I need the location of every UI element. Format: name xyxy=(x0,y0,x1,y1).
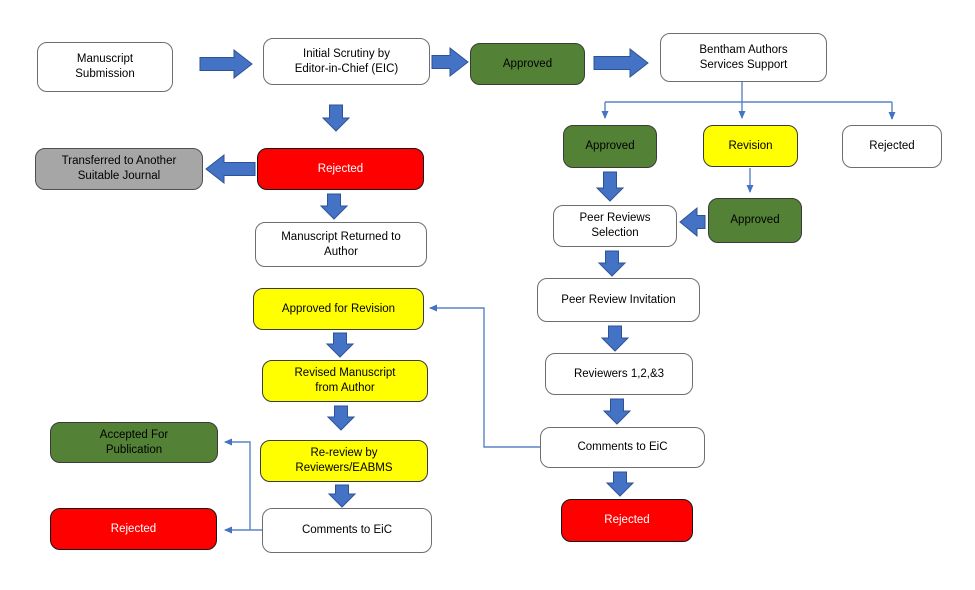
block-arrow-comments-to-rejected-right xyxy=(605,471,635,497)
node-initial-scrutiny: Initial Scrutiny by Editor-in-Chief (EIC… xyxy=(263,38,430,85)
node-re-review: Re-review by Reviewers/EABMS xyxy=(260,440,428,482)
node-revision-branch: Revision xyxy=(703,125,798,167)
node-peer-reviews-selection: Peer Reviews Selection xyxy=(553,205,677,247)
block-arrow-selection-to-invitation xyxy=(597,250,627,277)
block-arrow-reviewers-to-comments xyxy=(602,398,632,425)
node-approved-after-revision: Approved xyxy=(708,198,802,243)
block-arrow-invitation-to-reviewers xyxy=(600,325,630,352)
node-rejected-final-right: Rejected xyxy=(561,499,693,542)
connector-comments-to-approved-for-revision xyxy=(429,304,540,448)
node-peer-review-invitation: Peer Review Invitation xyxy=(537,278,700,322)
block-arrow-approved2-to-selection xyxy=(679,206,706,238)
block-arrow-scrutiny-to-approved xyxy=(431,46,469,78)
block-arrow-approved-to-bentham xyxy=(593,47,649,79)
block-arrow-rejected-to-returned xyxy=(319,193,349,220)
block-arrow-revised-to-rereview xyxy=(326,405,356,431)
node-approved-branch: Approved xyxy=(563,125,657,168)
node-comments-to-eic-right: Comments to EiC xyxy=(540,427,705,468)
node-reviewers-123: Reviewers 1,2,&3 xyxy=(545,353,693,395)
block-arrow-rejected-to-transferred xyxy=(205,153,256,185)
block-arrow-rereview-to-comments-left xyxy=(327,484,357,508)
node-approved-for-revision: Approved for Revision xyxy=(253,288,424,330)
node-rejected-eic: Rejected xyxy=(257,148,424,190)
block-arrow-approved-to-selection xyxy=(595,171,625,202)
node-transferred-journal: Transferred to Another Suitable Journal xyxy=(35,148,203,190)
block-arrow-scrutiny-to-rejected xyxy=(321,104,351,132)
block-arrow-afr-to-revised xyxy=(325,332,355,358)
node-comments-to-eic-left: Comments to EiC xyxy=(262,508,432,553)
node-approved-top: Approved xyxy=(470,43,585,85)
node-rejected-branch: Rejected xyxy=(842,125,942,168)
node-rejected-final-left: Rejected xyxy=(50,508,217,550)
connector-bentham-tree xyxy=(605,82,892,103)
connector-comments-left-to-accepted xyxy=(224,438,251,530)
node-revised-manuscript: Revised Manuscript from Author xyxy=(262,360,428,402)
node-manuscript-submission: Manuscript Submission xyxy=(37,42,173,92)
node-accepted-for-publication: Accepted For Publication xyxy=(50,422,218,463)
node-bentham-support: Bentham Authors Services Support xyxy=(660,33,827,82)
block-arrow-submission-to-scrutiny xyxy=(199,48,253,80)
node-manuscript-returned: Manuscript Returned to Author xyxy=(255,222,427,267)
